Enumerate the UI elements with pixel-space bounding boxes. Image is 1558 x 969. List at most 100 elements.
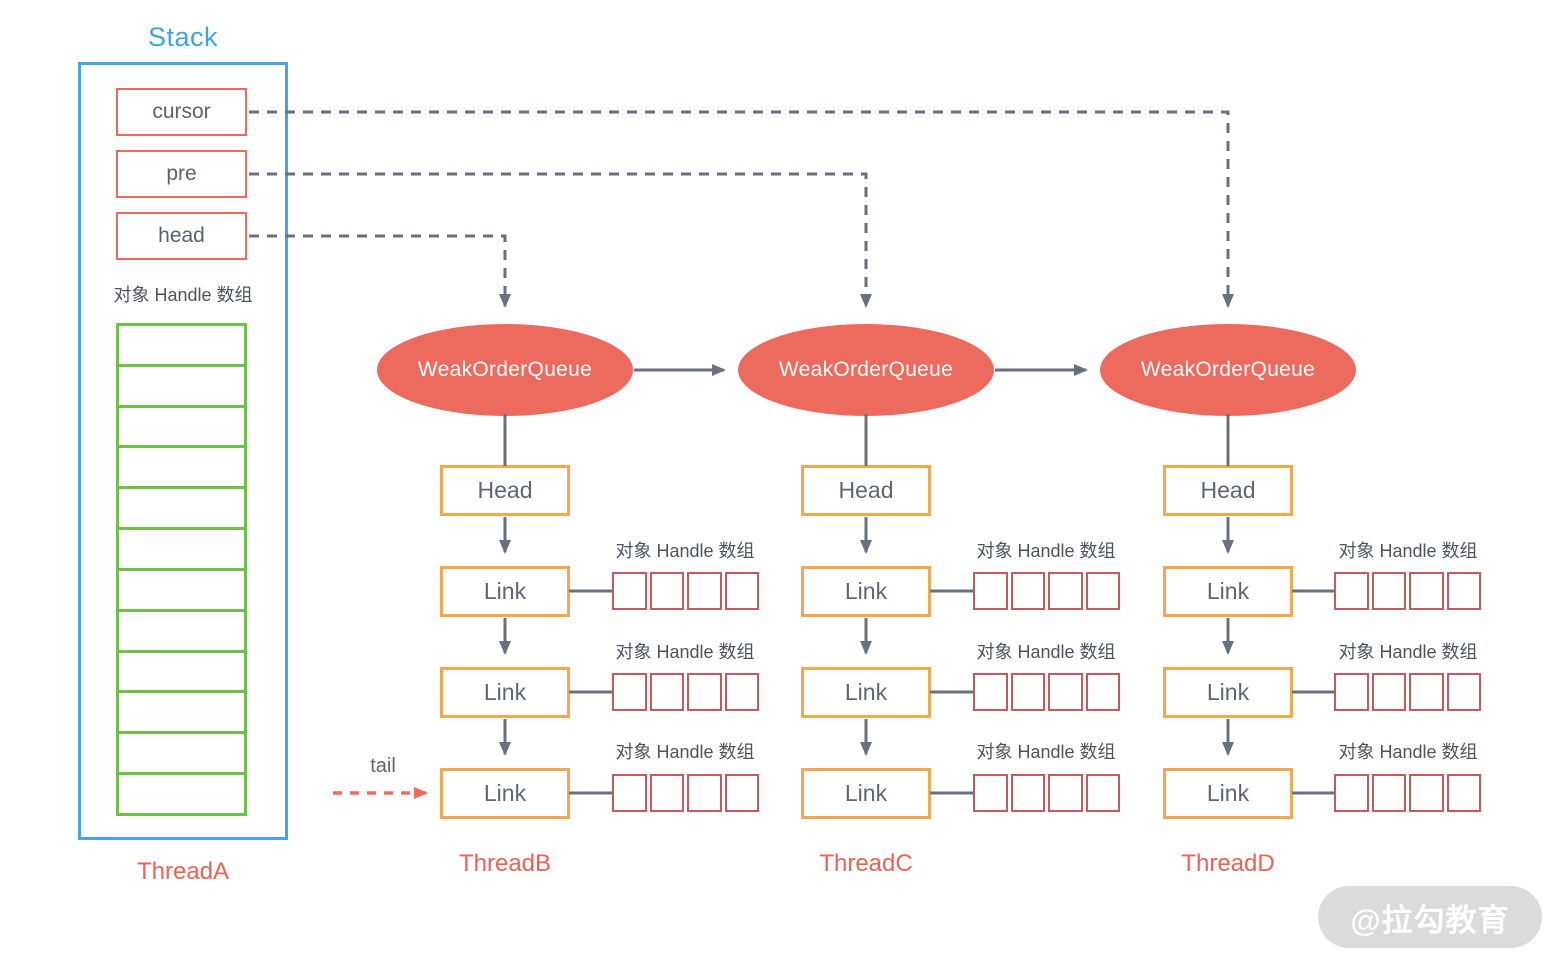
watermark-text: @拉勾教育 bbox=[1350, 902, 1510, 938]
stack-handle-array-label: 对象 Handle 数组 bbox=[113, 285, 253, 305]
handle-cell bbox=[1371, 774, 1406, 812]
weak-order-queue-d: WeakOrderQueue bbox=[1100, 324, 1356, 416]
handle-cell bbox=[1446, 774, 1481, 812]
pointer-head-box: head bbox=[116, 212, 247, 260]
handle-cell bbox=[612, 572, 647, 610]
pointer-cursor-label: cursor bbox=[152, 100, 211, 123]
thread-c-link-1-box: Link bbox=[801, 566, 931, 617]
handle-cell bbox=[649, 673, 684, 711]
pointer-head-label: head bbox=[158, 224, 205, 247]
pre-to-queue-c-connector bbox=[249, 172, 872, 308]
thread-d-link-3-label: Link bbox=[1206, 780, 1250, 806]
thread-b-link-2-box: Link bbox=[440, 667, 570, 718]
stack-array-cell bbox=[119, 772, 244, 813]
thread-b-link-3-label: Link bbox=[483, 780, 527, 806]
stack-array-cell bbox=[119, 608, 244, 650]
thread-c-array-1-label: 对象 Handle 数组 bbox=[976, 541, 1116, 561]
watermark-badge: @拉勾教育 bbox=[1318, 886, 1542, 948]
handle-cell bbox=[973, 673, 1008, 711]
handle-cell bbox=[724, 673, 759, 711]
stack-array-cell bbox=[119, 690, 244, 731]
handle-cell bbox=[687, 673, 722, 711]
weak-order-queue-c: WeakOrderQueue bbox=[738, 324, 994, 416]
thread-b-handle-array-2 bbox=[612, 673, 759, 711]
stack-array-cell bbox=[119, 567, 244, 609]
thread-b-array-1-label: 对象 Handle 数组 bbox=[615, 541, 755, 561]
handle-cell bbox=[612, 673, 647, 711]
handle-cell bbox=[649, 572, 684, 610]
handle-cell bbox=[1446, 673, 1481, 711]
pointer-pre-box: pre bbox=[116, 150, 247, 198]
thread-d-link-1-box: Link bbox=[1163, 566, 1293, 617]
thread-d-array-3-label: 对象 Handle 数组 bbox=[1338, 742, 1478, 762]
thread-d-link-3-box: Link bbox=[1163, 768, 1293, 819]
thread-c-array-3-label: 对象 Handle 数组 bbox=[976, 742, 1116, 762]
handle-cell bbox=[1048, 572, 1083, 610]
thread-c-link-2-box: Link bbox=[801, 667, 931, 718]
thread-c-link-1-label: Link bbox=[844, 578, 888, 604]
thread-b-label: ThreadB bbox=[458, 850, 552, 877]
handle-cell bbox=[1409, 572, 1444, 610]
handle-cell bbox=[1409, 774, 1444, 812]
thread-d-handle-array-2 bbox=[1334, 673, 1481, 711]
stack-array-cell bbox=[119, 649, 244, 691]
thread-b-link-1-box: Link bbox=[440, 566, 570, 617]
weak-order-queue-d-label: WeakOrderQueue bbox=[1140, 358, 1316, 381]
tail-pointer-label: tail bbox=[370, 755, 396, 777]
thread-c-label: ThreadC bbox=[819, 850, 913, 877]
thread-b-array-2-label: 对象 Handle 数组 bbox=[615, 642, 755, 662]
handle-cell bbox=[1048, 673, 1083, 711]
stack-array-cell bbox=[119, 445, 244, 486]
stack-array-cell bbox=[119, 326, 244, 364]
handle-cell bbox=[1409, 673, 1444, 711]
thread-d-link-2-label: Link bbox=[1206, 679, 1250, 705]
thread-b-array-3-label: 对象 Handle 数组 bbox=[615, 742, 755, 762]
thread-b-handle-array-3 bbox=[612, 774, 759, 812]
thread-b-link-3-box: Link bbox=[440, 768, 570, 819]
stack-title: Stack bbox=[147, 22, 219, 52]
handle-cell bbox=[1334, 673, 1369, 711]
thread-d-link-2-box: Link bbox=[1163, 667, 1293, 718]
stack-array-cell bbox=[119, 731, 244, 772]
handle-cell bbox=[1048, 774, 1083, 812]
weak-order-queue-c-label: WeakOrderQueue bbox=[778, 358, 954, 381]
handle-cell bbox=[687, 774, 722, 812]
stack-container-box bbox=[78, 62, 288, 840]
thread-d-head-box: Head bbox=[1163, 465, 1293, 516]
thread-b-head-box: Head bbox=[440, 465, 570, 516]
stack-array-cell bbox=[119, 486, 244, 527]
thread-d-link-1-label: Link bbox=[1206, 578, 1250, 604]
handle-cell bbox=[649, 774, 684, 812]
thread-b-handle-array-1 bbox=[612, 572, 759, 610]
thread-c-link-3-label: Link bbox=[844, 780, 888, 806]
pointer-cursor-box: cursor bbox=[116, 88, 247, 136]
thread-a-label: ThreadA bbox=[136, 858, 230, 885]
handle-cell bbox=[612, 774, 647, 812]
handle-cell bbox=[1010, 572, 1045, 610]
thread-d-head-label: Head bbox=[1200, 477, 1256, 503]
handle-cell bbox=[1010, 673, 1045, 711]
thread-d-array-2-label: 对象 Handle 数组 bbox=[1338, 642, 1478, 662]
thread-d-handle-array-3 bbox=[1334, 774, 1481, 812]
thread-d-handle-array-1 bbox=[1334, 572, 1481, 610]
handle-cell bbox=[1085, 673, 1120, 711]
thread-c-link-3-box: Link bbox=[801, 768, 931, 819]
thread-c-handle-array-1 bbox=[973, 572, 1120, 610]
stack-array-cell bbox=[119, 527, 244, 568]
handle-cell bbox=[724, 774, 759, 812]
stack-array-cell bbox=[119, 363, 244, 405]
thread-d-label: ThreadD bbox=[1181, 850, 1275, 877]
stack-handle-array bbox=[116, 323, 247, 816]
handle-cell bbox=[1371, 572, 1406, 610]
thread-b-link-1-label: Link bbox=[483, 578, 527, 604]
thread-b-head-label: Head bbox=[477, 477, 533, 503]
handle-cell bbox=[973, 572, 1008, 610]
handle-cell bbox=[1010, 774, 1045, 812]
thread-c-array-2-label: 对象 Handle 数组 bbox=[976, 642, 1116, 662]
thread-c-head-box: Head bbox=[801, 465, 931, 516]
stack-array-cell bbox=[119, 404, 244, 446]
thread-d-array-1-label: 对象 Handle 数组 bbox=[1338, 541, 1478, 561]
handle-cell bbox=[973, 774, 1008, 812]
handle-cell bbox=[724, 572, 759, 610]
